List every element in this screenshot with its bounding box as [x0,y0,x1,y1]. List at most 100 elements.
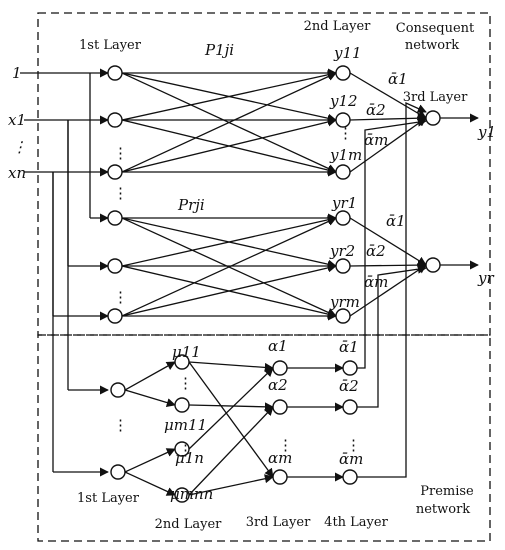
premise-l3-node-1 [272,360,288,376]
premise-l1-node-1 [110,382,126,398]
premise-l1-l2-line [124,389,176,408]
svg-text:⋮: ⋮ [113,288,128,306]
svg-text:⋮: ⋮ [178,441,193,459]
sum-connection-group-r [349,264,427,317]
consequent-l3-node-1 [425,110,441,126]
weight-p1-label: P1ji [204,41,234,59]
premise-l1-l2-line [124,448,176,473]
premise-l2-node-1 [174,354,190,370]
weight-connection-group1 [121,72,337,173]
output-yrm-label: yrm [329,293,360,311]
output-y12-label: y12 [329,92,358,110]
weight-pr-label: Prji [177,196,205,214]
consequent-layer-2-label: 2nd Layer [304,19,372,34]
premise-alpha-bar-2-label: ᾱ2 [339,377,359,395]
alpha-bar-m-groupr: ᾱm [364,273,388,291]
ellipsis-dots: ⋮ ⋮ ⋮ ⋮ ⋮ ⋮ ⋮ ⋮ ⋮ [113,124,361,459]
output-yr1-label: yr1 [331,194,357,212]
sum-connection-group1 [349,113,427,123]
premise-l2-l3-line [188,361,274,478]
output-y11-label: y11 [333,44,362,62]
premise-l2-node-4 [174,487,190,503]
sum-connection-group1 [349,72,427,119]
consequent-network-title-line2: network [405,38,459,53]
premise-l2-node-2 [174,397,190,413]
mu-m-1-label: μm11 [164,416,207,434]
consequent-l2-node-group1-2 [335,112,351,128]
weight-connection-group-r [121,263,337,317]
consequent-l1-node-group1-2 [107,112,123,128]
consequent-l2-node-group-r-2 [335,258,351,274]
premise-alpha-m-label: αm [268,449,292,467]
output-y1m-label: y1m [329,146,362,164]
mu-1-n-label: μ1n [175,449,204,467]
input-dots: ⋮ [12,138,27,156]
svg-text:⋮: ⋮ [113,144,128,162]
alpha-bar-2-group1: ᾱ2 [366,101,386,119]
premise-layer-1-label: 1st Layer [77,491,140,506]
premise-l2-l3-line [188,367,274,450]
consequent-l2-node-group-r-3 [335,308,351,324]
alpha-bar-1-groupr: ᾱ1 [386,212,406,230]
mu-m-n-label: μmnn [170,485,213,503]
premise-layer-4-label: 4th Layer [324,515,388,530]
premise-l2-l3-line [188,474,274,496]
sum-connection-group-r [349,260,427,270]
weight-connection-group1 [121,117,337,173]
consequent-l1-node-group1-3 [107,164,123,180]
svg-text:⋮: ⋮ [113,416,128,434]
alpha-bar-m-group1: ᾱm [364,131,388,149]
weight-connection-group-r [121,217,337,317]
sum-connection-group1 [349,117,427,173]
consequent-l2-node-group1-1 [335,65,351,81]
consequent-l3-node-r [425,257,441,273]
final-output-yr: yr [477,269,494,287]
premise-alpha-1-label: α1 [268,337,288,355]
premise-l1-node-n [110,464,126,480]
premise-layer-2-label: 2nd Layer [155,517,223,532]
premise-l3-node-3 [272,469,288,485]
svg-text:⋮: ⋮ [338,124,353,142]
weight-connection-group-r [121,215,337,267]
premise-l2-l3-line [188,361,274,372]
svg-text:⋮: ⋮ [178,374,193,392]
consequent-l1-node-group-r-1 [107,210,123,226]
premise-l1-l2-line [124,361,176,391]
mu-1-1-label: μ11 [172,343,201,361]
premise-network-title-line2: network [416,502,470,517]
premise-l4-node-3 [342,469,358,485]
weight-connection-group1 [121,70,337,121]
alpha-bar-m-to-consequent [357,101,427,478]
consequent-layer-3-label: 3rd Layer [403,90,468,105]
input-x1-label: x1 [8,111,26,129]
premise-l1-l2-line [124,471,176,496]
final-output-y1: y1 [477,123,496,141]
premise-network-title: Premise [420,484,474,499]
neuron-nodes [107,65,441,503]
consequent-l2-node-group1-3 [335,164,351,180]
consequent-l1-node-group-r-3 [107,308,123,324]
consequent-network-title: Consequent [396,21,475,36]
alpha-bar-1-group1: ᾱ1 [388,70,408,88]
input-xn-label: xn [8,164,26,182]
consequent-l1-node-group-r-2 [107,258,123,274]
sum-connection-group-r [349,217,427,266]
input-bias-label: 1 [12,64,22,82]
premise-l4-node-1 [342,360,358,376]
premise-l2-l3-line [188,406,274,496]
premise-l3-node-2 [272,399,288,415]
premise-layer-3-label: 3rd Layer [246,515,311,530]
connection-lines [20,68,479,496]
premise-network-box [37,334,491,542]
alpha-bar-1-to-consequent [357,117,427,369]
alpha-bar-2-groupr: ᾱ2 [366,242,386,260]
output-yr2-label: yr2 [329,242,355,260]
svg-text:⋮: ⋮ [278,436,293,454]
svg-text:⋮: ⋮ [346,436,361,454]
premise-l2-l3-line [188,402,274,412]
consequent-network-box [37,12,491,336]
premise-alpha-bar-1-label: ᾱ1 [339,338,359,356]
premise-l2-node-3 [174,441,190,457]
consequent-layer-1-label: 1st Layer [79,38,142,53]
